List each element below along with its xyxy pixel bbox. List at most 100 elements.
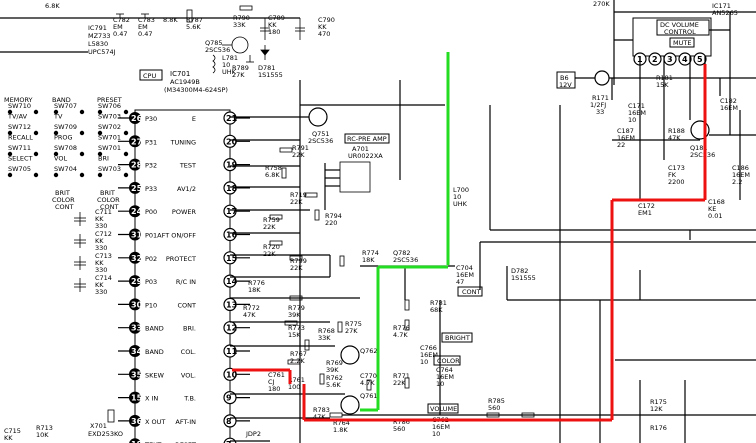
c790-v: KK [318,23,327,31]
r786-value-top: 6.8K [45,2,60,10]
r175-ref: R175 [650,398,667,406]
mcu-left-pin-name: P31 [145,138,157,146]
r768-ref: R768 [318,327,335,335]
r762-v: 5.6K [326,381,341,389]
mcu-ic-body [134,109,231,443]
bright-box [441,332,473,343]
ic171-pin-circle [678,52,692,66]
r719-v: 22K [290,198,303,206]
color-box-label: COLOR [437,357,460,365]
switch-label: SW701 [98,144,121,152]
mcu-right-pin-name: TUNING [170,138,196,146]
mcu-right-pin-num: 7 [226,440,232,443]
r788-label: 8.8K [163,16,178,24]
mcu-left-pin-name: X OUT [145,418,165,426]
switch-label: BRI [98,155,109,163]
switch-contact-dot [7,130,13,136]
mcu-left-pin-dot [129,181,141,194]
x701-ref: X701 [90,422,107,430]
r776b-v: 4.7K [393,331,408,339]
mcu-right-pin-name: RESET [175,441,196,443]
r188-v: 47K [668,134,681,142]
mcu-right-pin-name: BRI. [183,325,196,333]
c766-ref: C766 [420,344,437,352]
mcu-left-pin-num: 36 [131,417,143,426]
r713-v: 10K [36,431,49,439]
mute-box [669,37,695,48]
left-cap-v2: 330 [95,288,107,296]
mcu-right-pin-name: VOL. [181,371,196,379]
cont-label: CONT [55,203,74,211]
r781-ref: R781 [430,299,447,307]
r789-v: 27K [232,71,245,79]
l781-ref: L781 [222,54,238,62]
red-highlight-path [232,64,707,422]
mid-wiring [230,80,756,443]
cpu-tag-box [139,69,163,81]
switch-label: SW711 [8,144,31,152]
mcu-right-pin-dot [223,227,237,242]
c171-v2: 10 [628,116,636,124]
c187-v: 16EM [617,134,635,142]
sw-header-band: BAND [52,96,71,104]
l781-v2: UHK [222,68,237,76]
mcu-left-pin-name: P32 [145,162,157,170]
l781-v: 10 [222,61,230,69]
left-cap-ref: C713 [95,252,112,260]
r786b-v: 560 [393,425,405,433]
switch-label: TV [53,113,63,121]
bright-box-label: BRIGHT [445,334,470,342]
mcu-left-pin-dot [129,251,141,264]
d782-ref: D782 [511,267,528,275]
mcu-left-pin-dot [129,158,141,171]
ic171-pin-num: 4 [682,55,688,64]
mcu-left-pin-num: 33 [131,324,142,333]
mcu-right-pin-dot [223,274,237,288]
c186-v2: 2.2 [732,178,742,186]
rc-pre-amp-box [344,133,390,144]
control-label: CONTROL [664,28,696,36]
r787-ref: R787 [186,16,203,24]
r270-label: 270K [593,0,610,8]
r764-v: 1.8K [333,426,348,434]
switch-contact-dot [79,151,85,157]
r791-v: 22K [292,151,305,159]
mcu-right-pin-dot [223,204,237,218]
c173-v: FK [668,171,677,179]
mcu-right-pin-name: PROTECT [166,255,196,263]
mcu-right-pin-name: POWER [172,208,197,216]
mcu-left-pin-num: 26 [131,114,143,123]
ic171-pin-circle [693,52,707,66]
q782-v: 2SC536 [393,256,418,264]
c766-v: 16EM [420,351,438,359]
c171-ref: C171 [628,102,645,110]
d781-ref: D781 [258,64,275,72]
r776-v: 18K [248,286,261,294]
r759-ref: R759 [263,216,280,224]
r787-v: 5.6K [186,23,201,31]
mcu-right-pin-name: E [192,115,196,123]
r794-ref: R794 [325,212,342,220]
r719-ref: R719 [290,191,307,199]
c172-ref: C172 [638,202,655,210]
l700-v2: UHK [453,200,468,208]
switch-contact-dot [97,151,103,157]
cont2-label: CONT [100,203,119,211]
c770-ref: C770 [360,372,377,380]
brit-label: BRIT [55,189,70,197]
r772-v: 47K [243,311,256,319]
a701-part: UR0022XA [348,152,383,160]
mcu-left-pin-name: SKEW [145,371,164,379]
switch-contact-dot [7,109,13,115]
mcu-right-pin-num: 16 [226,231,238,240]
mcu-right-pin-dot [223,158,237,172]
left-cap-ref: C714 [95,274,112,282]
left-cap-ref: C711 [95,208,112,216]
c172-v: EM1 [638,209,652,217]
r789-ref: R789 [232,64,249,72]
switch-label: SW706 [98,102,121,110]
r790-v: 33K [233,21,246,29]
